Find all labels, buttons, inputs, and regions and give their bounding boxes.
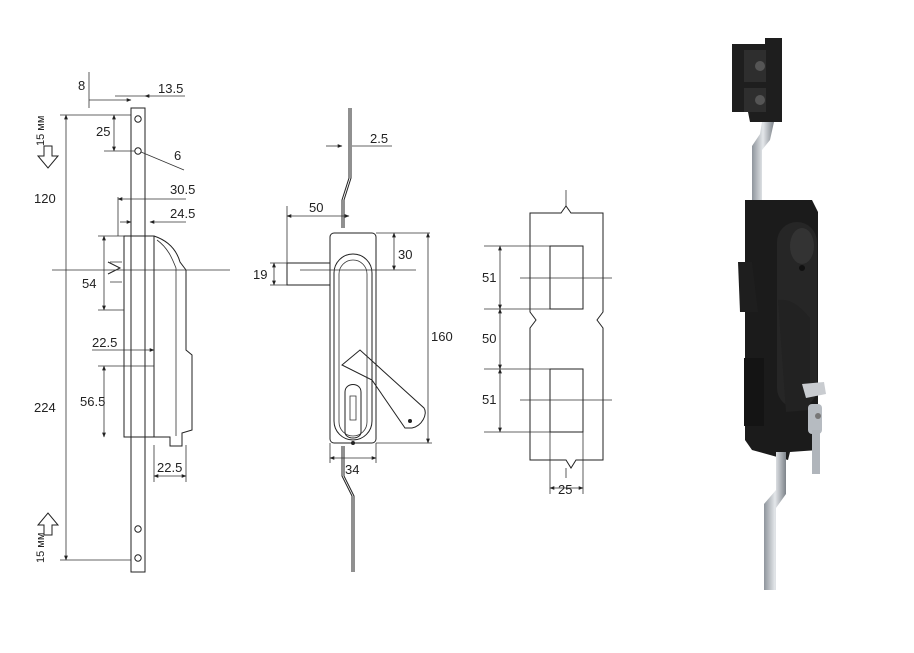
key-cylinder [344, 384, 362, 439]
side-view: 8 13.5 25 6 120 30.5 24.5 54 22.5 224 56… [34, 72, 230, 573]
dim-120: 120 [34, 191, 56, 206]
cutout-outline [529, 205, 604, 469]
stroke-up-arrow [36, 512, 60, 536]
front-handle-outer [333, 253, 373, 441]
dim-54: 54 [82, 276, 96, 291]
front-rod-top [341, 108, 352, 228]
lower-rod [764, 452, 786, 590]
front-lock-body [329, 232, 377, 444]
dim-22-5-b: 22.5 [157, 460, 182, 475]
rod-hole-2 [134, 147, 142, 155]
side-rod [130, 107, 146, 573]
dim-25-cutout: 25 [558, 482, 572, 497]
dim-30: 30 [398, 247, 412, 262]
stroke-down-arrow [36, 145, 60, 169]
dim-224: 224 [34, 400, 56, 415]
front-cam [286, 262, 331, 286]
side-handle-inner [156, 239, 177, 436]
key-1 [802, 382, 826, 398]
dim-160: 160 [431, 329, 453, 344]
front-view: 2.5 50 30 19 160 34 [253, 108, 453, 572]
dim-50-front: 50 [309, 200, 323, 215]
upper-rod [752, 122, 774, 200]
rod-hole-3 [134, 525, 142, 533]
dim-13-5: 13.5 [158, 81, 183, 96]
side-lock-base [123, 235, 155, 438]
rod-hole-bottom [134, 554, 142, 562]
cutout-slot-top [549, 245, 584, 310]
dim-51-bottom: 51 [482, 392, 496, 407]
dim-8: 8 [78, 78, 85, 93]
front-handle-lever [341, 349, 426, 429]
rod-hole-top [134, 115, 142, 123]
dim-25: 25 [96, 124, 110, 139]
cutout-view: 51 50 51 25 [482, 190, 612, 497]
side-cam [107, 261, 122, 275]
key-2 [808, 404, 822, 434]
dim-24-5: 24.5 [170, 206, 195, 221]
dim-19: 19 [253, 267, 267, 282]
dim-30-5: 30.5 [170, 182, 195, 197]
dim-22-5-a: 22.5 [92, 335, 117, 350]
stroke-top-label: 15 мм [35, 116, 47, 146]
product-photo [732, 38, 826, 590]
stroke-bottom-label: 15 мм [35, 533, 47, 563]
dim-51-top: 51 [482, 270, 496, 285]
dim-6: 6 [174, 148, 181, 163]
dim-2-5: 2.5 [370, 131, 388, 146]
front-handle-inner [338, 259, 368, 437]
dim-50-cutout: 50 [482, 331, 496, 346]
dim-56-5: 56.5 [80, 394, 105, 409]
side-handle-profile [153, 235, 193, 447]
dim-34: 34 [345, 462, 359, 477]
cutout-slot-bottom [549, 368, 584, 433]
front-rod-bottom [341, 446, 355, 572]
